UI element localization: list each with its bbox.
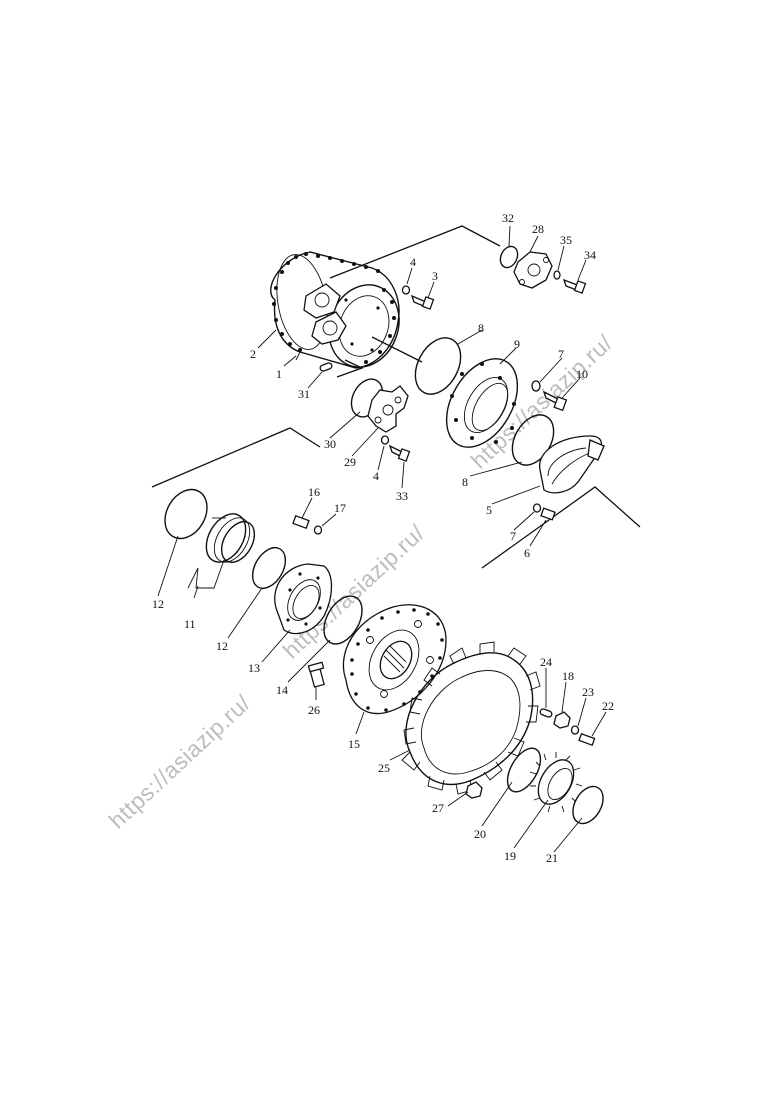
label-10: 10 [576,367,588,381]
watermark-1: https://asiazip.ru/ [104,690,256,834]
pin-31 [319,362,333,372]
bracket-hub-link [371,336,423,363]
label-11: 11 [184,617,196,631]
label-26: 26 [308,703,320,717]
bolts-18-22-23-24 [539,708,596,746]
label-18: 18 [562,669,574,683]
retainer-13 [274,563,333,635]
ring-nut-19 [529,752,583,813]
floating-seal-11 [205,513,256,563]
label-28: 28 [532,222,544,236]
label-17: 17 [334,501,346,515]
bolt-33-and-washer-4 [380,435,411,462]
label-7-lower: 7 [510,529,516,543]
o-ring-21 [572,785,604,825]
label-13: 13 [248,661,260,675]
label-2: 2 [250,347,256,361]
seal-carrier-9 [445,358,519,448]
label-8-lower: 8 [462,475,468,489]
bracket-left [151,427,321,488]
label-7-upper: 7 [558,347,564,361]
label-24: 24 [540,655,552,669]
label-31: 31 [298,387,310,401]
label-12-left: 12 [152,597,164,611]
label-3: 3 [432,269,438,283]
label-12-right: 12 [216,639,228,653]
o-ring-8-upper [414,337,462,395]
label-25: 25 [378,761,390,775]
label-21: 21 [546,851,558,865]
housing-bolt-holes [272,252,396,364]
label-30: 30 [324,437,336,451]
bracket-top [329,225,501,279]
main-housing [270,251,400,369]
label-1: 1 [276,367,282,381]
label-34: 34 [584,248,596,262]
label-22: 22 [602,699,614,713]
label-27: 27 [432,801,444,815]
nut-27 [465,781,483,799]
label-6: 6 [524,546,530,560]
label-5: 5 [486,503,492,517]
bolt-3-and-washer-4 [401,285,435,310]
label-14: 14 [276,683,288,697]
sprocket-25 [401,641,541,795]
bracket-right [481,486,641,569]
o-ring-14 [323,595,363,645]
bolt-16-and-washer-17 [292,515,323,535]
part-number-labels: 32 28 35 34 4 3 8 9 7 10 2 1 31 30 29 4 … [152,211,614,865]
label-32: 32 [502,211,514,225]
label-4-lower: 4 [373,469,379,483]
o-ring-12-right [251,547,287,589]
label-33: 33 [396,489,408,503]
label-9: 9 [514,337,520,351]
hub-bolt-holes [350,608,444,712]
label-19: 19 [504,849,516,863]
bracket-mid-upper [336,359,364,378]
spider-29-and-ring-30 [350,378,409,433]
label-16: 16 [308,485,320,499]
sprocket-teeth [401,641,541,795]
label-29: 29 [344,455,356,469]
label-23: 23 [582,685,594,699]
hub-15 [342,604,447,715]
label-15: 15 [348,737,360,751]
cover-plate-5 [539,435,605,494]
cover-28-group [499,245,587,294]
o-ring-20 [506,747,542,793]
bolt-6-and-washer-7 [532,503,556,521]
label-4-upper: 4 [410,255,416,269]
assembly-brackets [151,225,641,569]
bolt-10-and-washer-7 [531,380,568,412]
o-ring-12-left [164,488,208,540]
leader-lines [157,225,607,853]
label-35: 35 [560,233,572,247]
bolt-26 [307,661,325,688]
label-20: 20 [474,827,486,841]
label-8-upper: 8 [478,321,484,335]
